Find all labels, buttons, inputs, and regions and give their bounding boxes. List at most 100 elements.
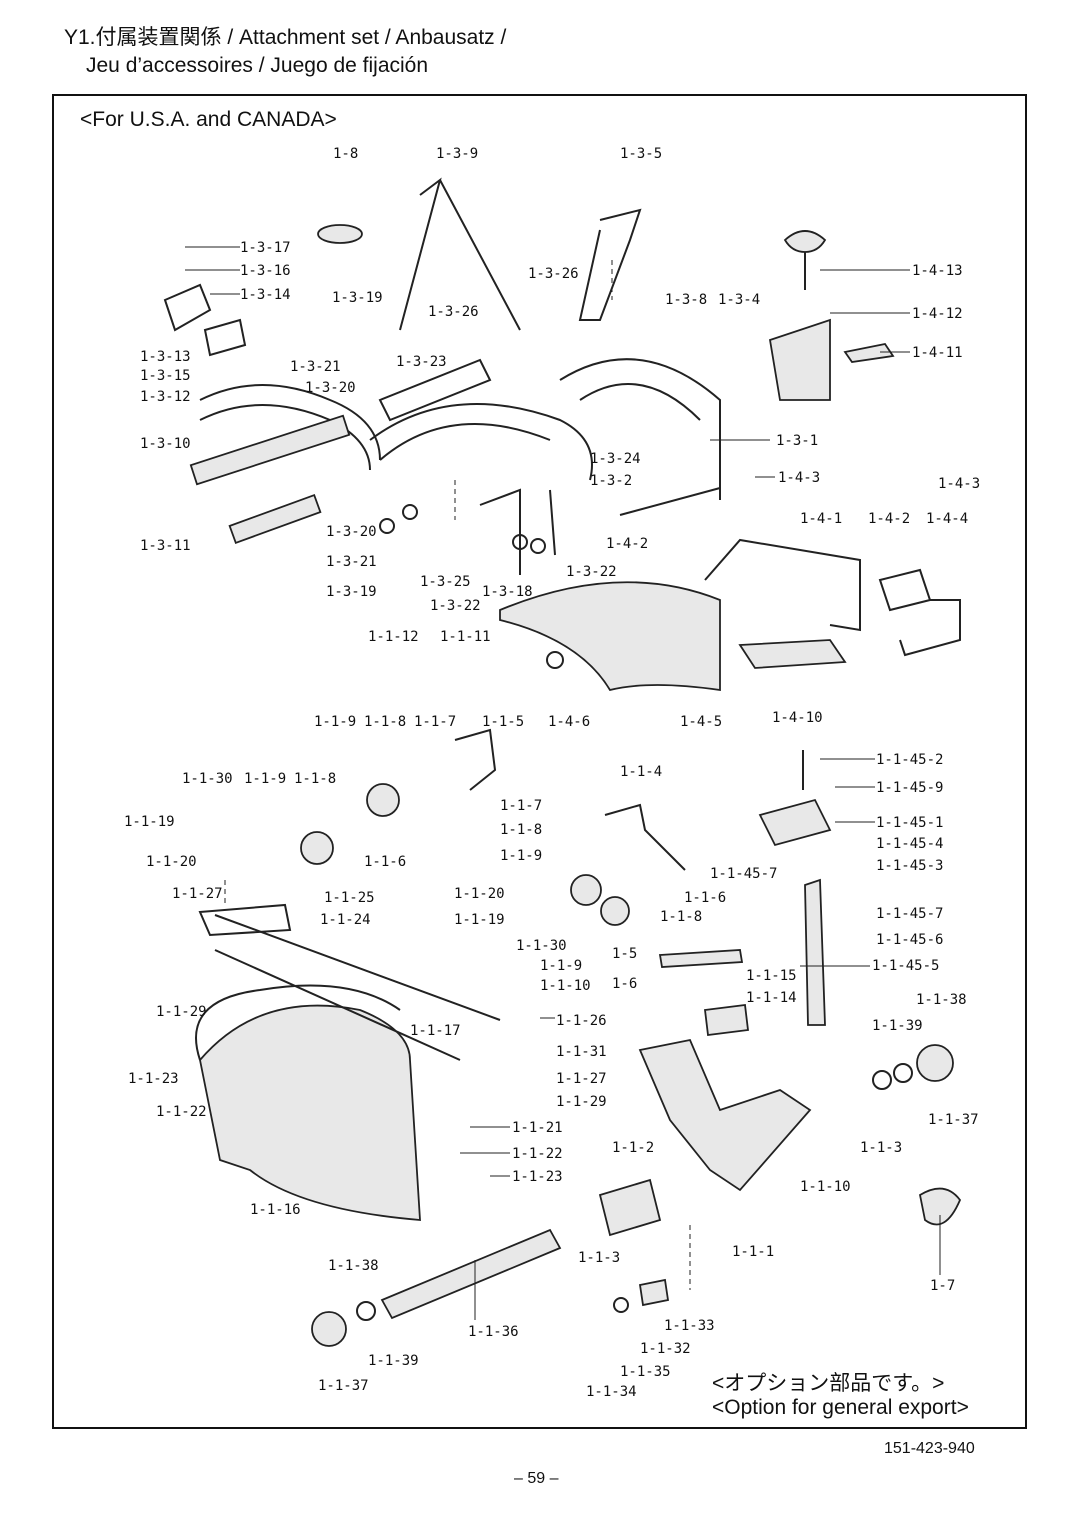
part-label: 1-3-17 [240,240,291,256]
part-label: 1-3-21 [290,359,341,375]
part-label: 1-1-16 [250,1202,301,1218]
part-label: 1-1-29 [156,1004,207,1020]
part-label: 1-3-15 [140,368,191,384]
part-label: 1-4-11 [912,345,963,361]
part-label: 1-1-14 [746,990,797,1006]
part-label: 1-4-10 [772,710,823,726]
part-label: 1-1-31 [556,1044,607,1060]
cover-assembly-1-3 [163,177,721,575]
part-label: 1-3-11 [140,538,191,554]
part-label: 1-1-38 [328,1258,379,1274]
part-label: 1-3-4 [718,292,760,308]
part-label: 1-1-19 [454,912,505,928]
option-note-jp: <オプション部品です。> [712,1372,945,1395]
part-label: 1-3-10 [140,436,191,452]
part-labels: 1-8 1-3-9 1-3-5 1-3-17 1-3-16 1-3-14 1-3… [124,146,980,1400]
part-label: 1-1-24 [320,912,371,928]
part-label: 1-1-45-9 [876,780,943,796]
part-label: 1-3-26 [428,304,479,320]
part-label: 1-4-12 [912,306,963,322]
part-label: 1-1-17 [410,1023,461,1039]
part-label: 1-1-45-4 [876,836,943,852]
part-label: 1-1-4 [620,764,662,780]
part-label: 1-1-37 [928,1112,979,1128]
part-label: 1-1-39 [872,1018,923,1034]
diagram-frame [52,94,1027,1429]
part-label: 1-1-2 [612,1140,654,1156]
guide-assembly-1-4 [499,230,961,692]
part-label: 1-3-22 [566,564,617,580]
part-label: 1-1-34 [586,1384,637,1400]
part-label: 1-1-1 [732,1244,774,1260]
part-label: 1-1-45-5 [872,958,939,974]
part-label: 1-1-23 [128,1071,179,1087]
part-label: 1-1-35 [620,1364,671,1380]
part-label: 1-3-2 [590,473,632,489]
part-label: 1-8 [333,146,358,162]
part-label: 1-3-9 [436,146,478,162]
part-label: 1-1-9 [540,958,582,974]
part-label: 1-1-12 [368,629,419,645]
part-label: 1-3-18 [482,584,533,600]
title-line-1: Y1.付属装置関係 / Attachment set / Anbausatz / [64,26,507,49]
part-label: 1-1-15 [746,968,797,984]
part-label: 1-7 [930,1278,955,1294]
part-label: 1-4-2 [606,536,648,552]
part-label: 1-1-6 [684,890,726,906]
part-label: 1-4-1 [800,511,842,527]
part-label: 1-4-5 [680,714,722,730]
part-label: 1-1-11 [440,629,491,645]
part-label: 1-1-8 [660,909,702,925]
part-label: 1-6 [612,976,637,992]
part-label: 1-1-33 [664,1318,715,1334]
part-label: 1-4-3 [938,476,980,492]
part-label: 1-3-22 [430,598,481,614]
part-label: 1-1-26 [556,1013,607,1029]
title-line-2: Jeu d’accessoires / Juego de fijación [86,54,429,77]
part-label: 1-3-24 [590,451,641,467]
part-label: 1-1-45-7 [876,906,943,922]
part-label: 1-1-3 [578,1250,620,1266]
part-label: 1-3-20 [326,524,377,540]
part-label: 1-1-19 [124,814,175,830]
part-label: 1-1-7 [500,798,542,814]
part-label: 1-1-5 [482,714,524,730]
part-label: 1-1-45-2 [876,752,943,768]
page-title: Y1.付属装置関係 / Attachment set / Anbausatz /… [64,24,506,80]
part-label: 1-3-23 [396,354,447,370]
part-label: 1-1-32 [640,1341,691,1357]
part-label: 1-3-19 [326,584,377,600]
part-label: 1-1-27 [556,1071,607,1087]
part-label: 1-3-1 [776,433,818,449]
part-label: 1-1-9 [500,848,542,864]
part-label: 1-1-8 [500,822,542,838]
part-label: 1-1-20 [454,886,505,902]
part-label: 1-1-29 [556,1094,607,1110]
part-label: 1-1-45-6 [876,932,943,948]
part-label: 1-4-3 [778,470,820,486]
part-label: 1-1-20 [146,854,197,870]
part-label: 1-1-45-3 [876,858,943,874]
page-number: – 59 – [514,1470,559,1487]
part-label: 1-1-23 [512,1169,563,1185]
part-label: 1-1-8 [364,714,406,730]
part-label: 1-3-26 [528,266,579,282]
part-label: 1-1-9 [244,771,286,787]
part-label: 1-1-30 [516,938,567,954]
part-label: 1-3-19 [332,290,383,306]
region-label: <For U.S.A. and CANADA> [80,108,337,131]
document-number: 151-423-940 [884,1440,975,1457]
part-label: 1-4-4 [926,511,968,527]
part-label: 1-4-6 [548,714,590,730]
part-label: 1-3-25 [420,574,471,590]
part-label: 1-1-38 [916,992,967,1008]
part-label: 1-3-20 [305,380,356,396]
option-note: <オプション部品です。> <Option for general export> [712,1372,969,1420]
part-label: 1-3-8 [665,292,707,308]
lower-assembly-1-1 [195,728,962,1347]
part-label: 1-1-8 [294,771,336,787]
part-label: 1-1-45-7 [710,866,777,882]
part-label: 1-1-36 [468,1324,519,1340]
option-note-en: <Option for general export> [712,1396,969,1419]
